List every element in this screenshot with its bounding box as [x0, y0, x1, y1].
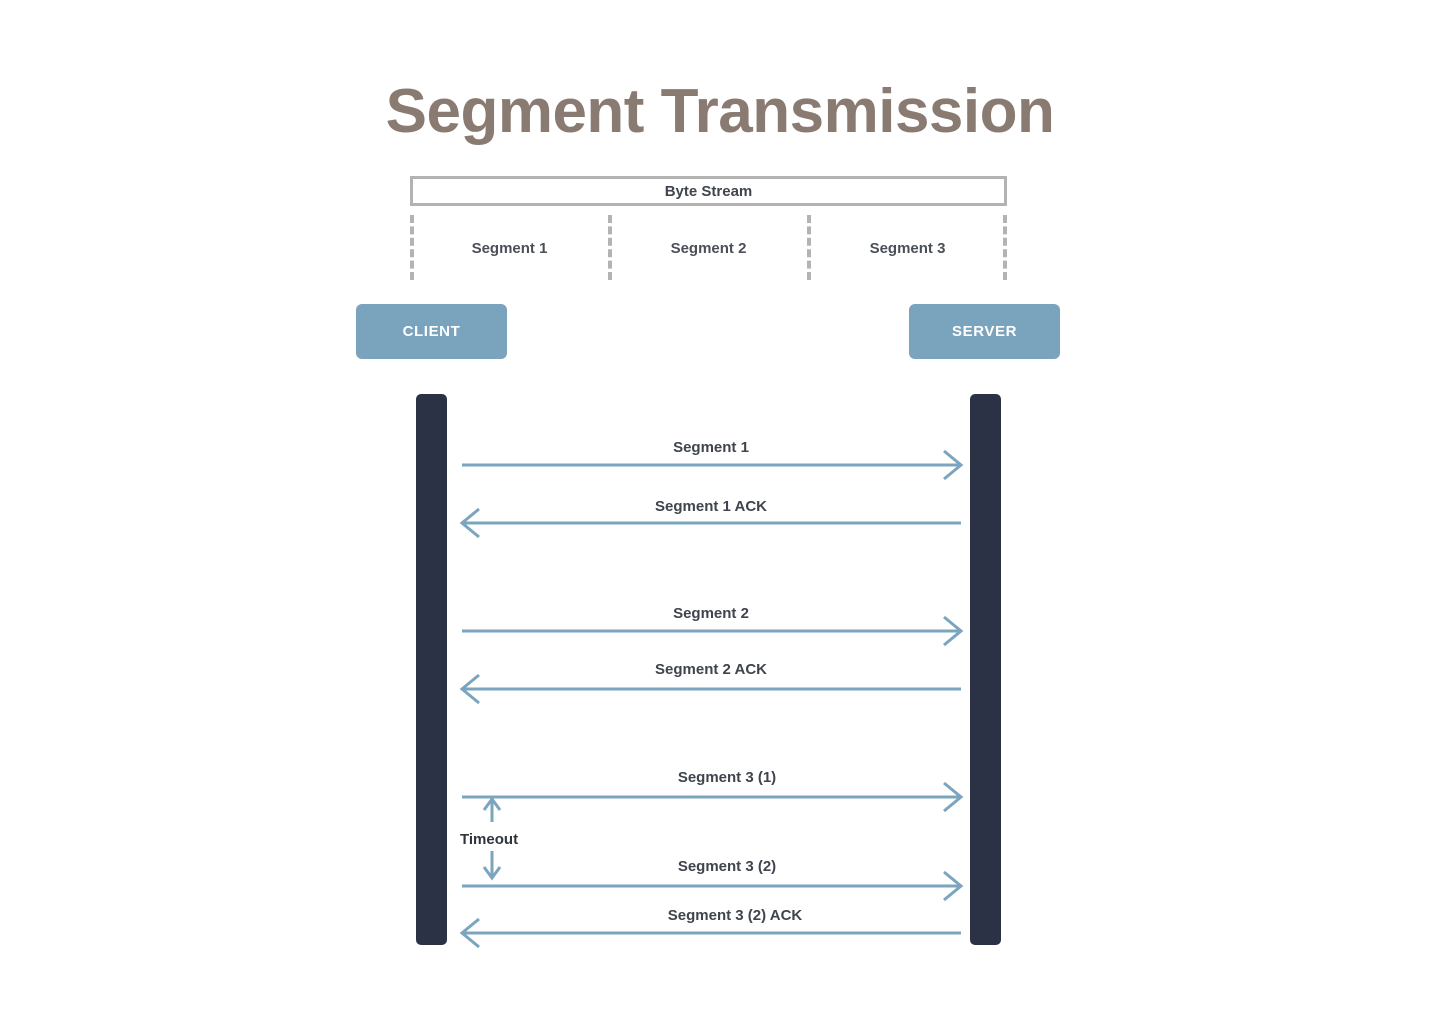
arrow-segment-1 [462, 449, 964, 481]
segment-divider-1 [608, 215, 612, 280]
message-arrows [459, 449, 964, 949]
actor-server-label: SERVER [951, 323, 1017, 340]
actor-client-label: CLIENT [402, 323, 461, 340]
byte-stream-label: Byte Stream [664, 182, 753, 200]
lifeline-client [416, 394, 447, 945]
message-label-segment-1-ack: Segment 1 ACK [655, 498, 767, 515]
message-label-segment-3-2: Segment 3 (2) [677, 858, 777, 875]
segment-divider-3 [1003, 215, 1007, 280]
page-title: Segment Transmission [385, 77, 1055, 146]
arrow-segment-3-1 [462, 781, 964, 813]
arrow-segment-2 [462, 615, 964, 647]
actor-server[interactable]: SERVER [909, 304, 1060, 359]
arrow-segment-3-2 [462, 870, 964, 902]
message-label-segment-3-1: Segment 3 (1) [677, 769, 777, 786]
arrow-segment-3-2-ack [459, 917, 961, 949]
segment-divider-0 [410, 215, 414, 280]
segment-label-1: Segment 1 [471, 240, 548, 257]
timeout-down-arrow [482, 851, 502, 881]
timeout-label: Timeout [460, 831, 519, 848]
timeout-up-arrow [482, 796, 502, 822]
segment-divider-2 [807, 215, 811, 280]
arrow-segment-1-ack [459, 507, 961, 539]
message-label-segment-2-ack: Segment 2 ACK [655, 661, 767, 678]
segment-label-2: Segment 2 [670, 240, 747, 257]
arrow-segment-2-ack [459, 673, 961, 705]
message-label-segment-2: Segment 2 [673, 605, 749, 622]
byte-stream-box: Byte Stream [410, 176, 1007, 206]
message-label-segment-3-2-ack: Segment 3 (2) ACK [667, 907, 803, 924]
lifeline-server [970, 394, 1001, 945]
message-label-segment-1: Segment 1 [673, 439, 749, 456]
segment-label-3: Segment 3 [869, 240, 946, 257]
actor-client[interactable]: CLIENT [356, 304, 507, 359]
